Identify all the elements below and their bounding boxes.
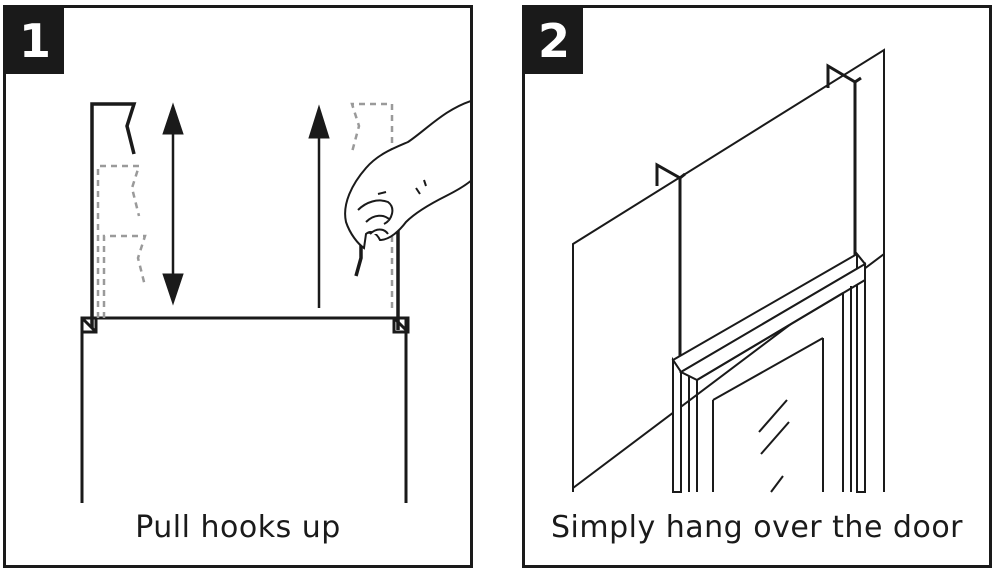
step-caption: Pull hooks up — [135, 510, 341, 545]
step-2-panel: 2 Simply hang over the door — [522, 5, 992, 568]
step-1-panel: 1 Pull hooks up — [3, 5, 473, 568]
left-hook — [90, 102, 137, 328]
step-caption: Simply hang over the door — [550, 510, 964, 545]
mirror-frame — [671, 251, 867, 493]
up-arrow-icon — [308, 104, 330, 308]
door-hooks — [655, 63, 862, 358]
step-2-illustration — [572, 48, 885, 493]
glass-reflection — [758, 399, 790, 493]
hand-icon — [344, 100, 470, 250]
step-number-badge: 2 — [525, 8, 583, 74]
door-slab — [572, 48, 885, 492]
step-number-badge: 1 — [6, 8, 64, 74]
left-hook-ghost — [96, 164, 147, 318]
up-down-arrow-icon — [162, 102, 184, 306]
door-outline — [80, 316, 410, 503]
step-1-illustration — [80, 100, 470, 503]
